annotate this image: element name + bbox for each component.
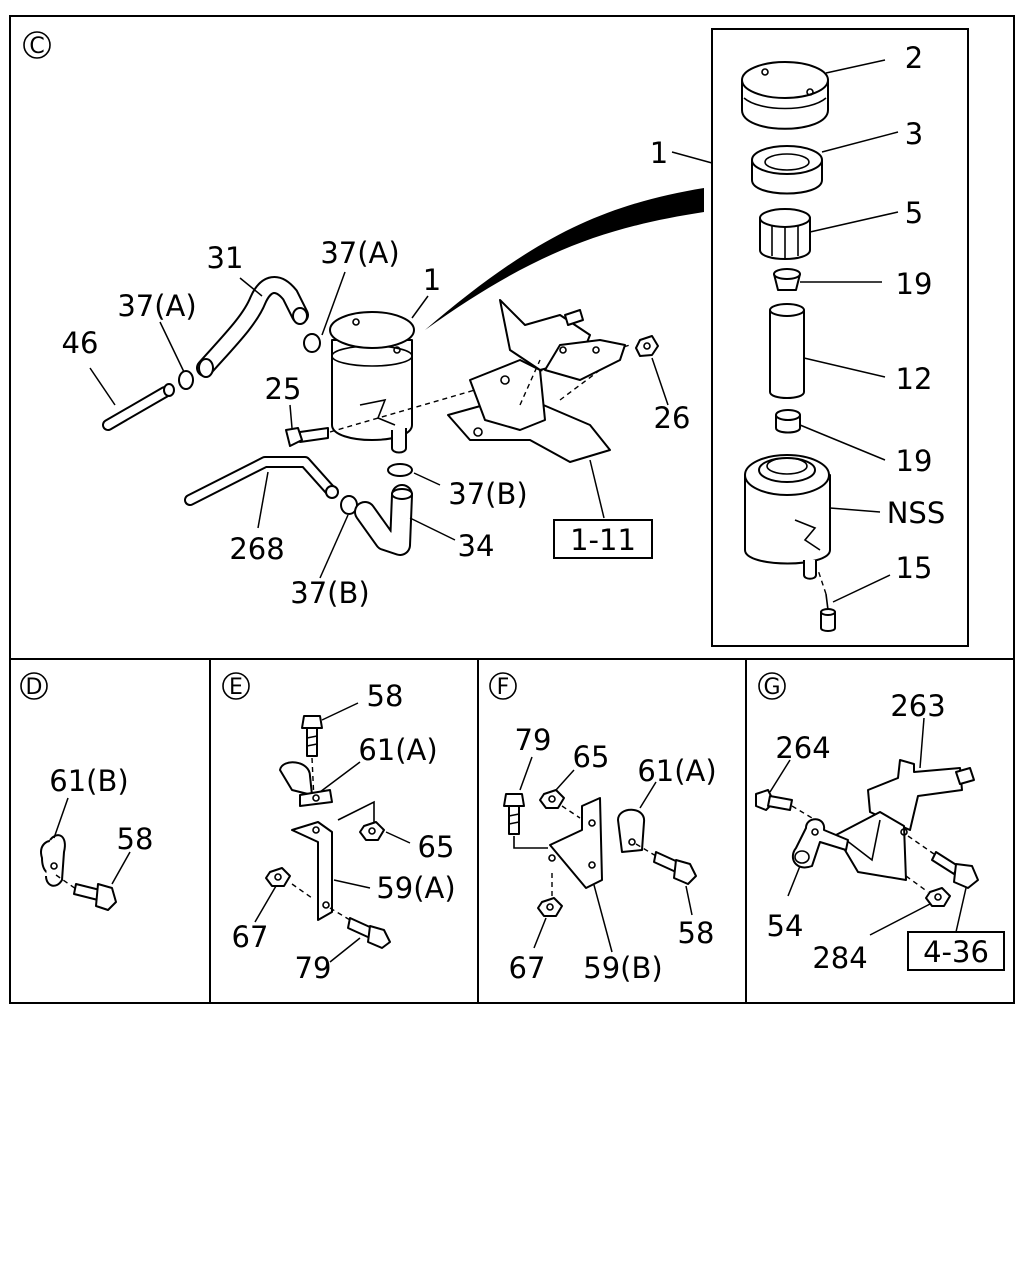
nut-65	[359, 821, 385, 841]
clamp-61a	[617, 808, 646, 853]
pipe-46	[102, 383, 175, 431]
label-67: 67	[509, 951, 546, 985]
bracket-assembly	[447, 299, 626, 463]
nut-284	[905, 875, 951, 907]
tank-body-nss	[744, 454, 831, 580]
label-12: 12	[896, 362, 933, 396]
label-58: 58	[678, 916, 715, 950]
panel-e-marker-circle	[222, 672, 250, 700]
nut-65	[539, 789, 581, 819]
panel-g: G	[755, 672, 1005, 975]
label-65: 65	[418, 830, 455, 864]
bracket-263	[835, 759, 975, 881]
panel-c: C	[23, 31, 946, 632]
label-59a: 59(A)	[376, 871, 455, 905]
bolt-264	[755, 789, 813, 819]
panel-d: D 61(B) 58	[20, 672, 154, 911]
panel-d-marker-circle	[20, 672, 48, 700]
panel-c-marker-circle	[23, 31, 51, 59]
bolt-79	[503, 793, 548, 849]
panel-f-marker: F	[497, 675, 510, 700]
bolt-4-36	[907, 835, 979, 889]
seal-3	[751, 145, 823, 195]
panel-g-marker-circle	[758, 672, 786, 700]
inset-exploded-view: 2 3 5 19 12 19 NSS 15	[741, 41, 946, 632]
nut-67	[537, 870, 563, 917]
label-37a-left: 37(A)	[117, 289, 196, 323]
panel-e-marker: E	[229, 675, 243, 700]
tube-12	[769, 303, 805, 399]
label-19-bottom: 19	[896, 444, 933, 478]
label-58: 58	[117, 822, 154, 856]
label-19-top: 19	[896, 267, 933, 301]
strainer-5	[759, 208, 811, 260]
label-54: 54	[767, 909, 804, 943]
label-61a: 61(A)	[637, 754, 716, 788]
label-284: 284	[812, 941, 867, 975]
pipe-268	[184, 456, 339, 506]
clamp-61a	[279, 761, 333, 807]
panel-d-marker: D	[26, 675, 43, 700]
ref-box-1-11	[553, 519, 653, 559]
clip-37a-top	[303, 333, 321, 353]
inset-pointer	[425, 188, 704, 330]
panel-f: F	[489, 672, 717, 985]
bolt-58	[55, 874, 117, 911]
hose-34	[354, 484, 413, 556]
panel-g-marker: G	[763, 675, 780, 700]
hose-31	[196, 276, 309, 378]
panel-e: E	[222, 672, 456, 985]
label-31: 31	[207, 241, 244, 275]
label-61a: 61(A)	[358, 733, 437, 767]
inset-frame	[711, 28, 969, 647]
label-34: 34	[458, 529, 495, 563]
cap-2	[741, 61, 829, 130]
label-25: 25	[265, 372, 302, 406]
label-ref-1-11: 1-11	[570, 523, 636, 557]
label-59b: 59(B)	[583, 951, 662, 985]
label-79: 79	[295, 951, 332, 985]
panel-frames	[9, 15, 1015, 1004]
label-nss: NSS	[887, 496, 946, 530]
label-37a-top: 37(A)	[320, 236, 399, 270]
label-67: 67	[232, 920, 269, 954]
label-79: 79	[515, 723, 552, 757]
label-46: 46	[62, 326, 99, 360]
label-37b-right: 37(B)	[448, 477, 527, 511]
sensor-15	[817, 569, 836, 632]
label-58: 58	[367, 679, 404, 713]
label-1-tank: 1	[423, 263, 441, 297]
label-264: 264	[775, 731, 830, 765]
label-3: 3	[905, 117, 923, 151]
panel-c-leaders	[89, 151, 713, 579]
bolt-79	[329, 907, 391, 949]
label-61b: 61(B)	[49, 764, 128, 798]
label-26: 26	[654, 401, 691, 435]
label-65: 65	[573, 740, 610, 774]
label-2: 2	[905, 41, 923, 75]
nut-26	[635, 335, 659, 357]
bolt-58	[301, 715, 323, 801]
clip-37b-right	[387, 463, 413, 477]
reservoir-tank	[329, 311, 415, 454]
ref-box-4-36	[907, 931, 1005, 971]
bracket-59a	[291, 800, 375, 921]
label-5: 5	[905, 196, 923, 230]
nut-67	[265, 867, 313, 899]
clamp-61b	[40, 834, 66, 887]
label-15: 15	[896, 551, 933, 585]
bolt-58	[635, 843, 697, 885]
clip-54	[791, 818, 849, 869]
label-ref-4-36: 4-36	[923, 935, 989, 969]
label-1-inset: 1	[650, 136, 668, 170]
bracket-59b	[548, 797, 603, 889]
panel-c-marker: C	[29, 34, 44, 59]
label-37b-bottom: 37(B)	[290, 576, 369, 610]
label-268: 268	[229, 532, 284, 566]
grommet-19-bottom	[775, 409, 801, 434]
clip-37a-left	[178, 370, 194, 390]
label-263: 263	[890, 689, 945, 723]
panel-f-marker-circle	[489, 672, 517, 700]
